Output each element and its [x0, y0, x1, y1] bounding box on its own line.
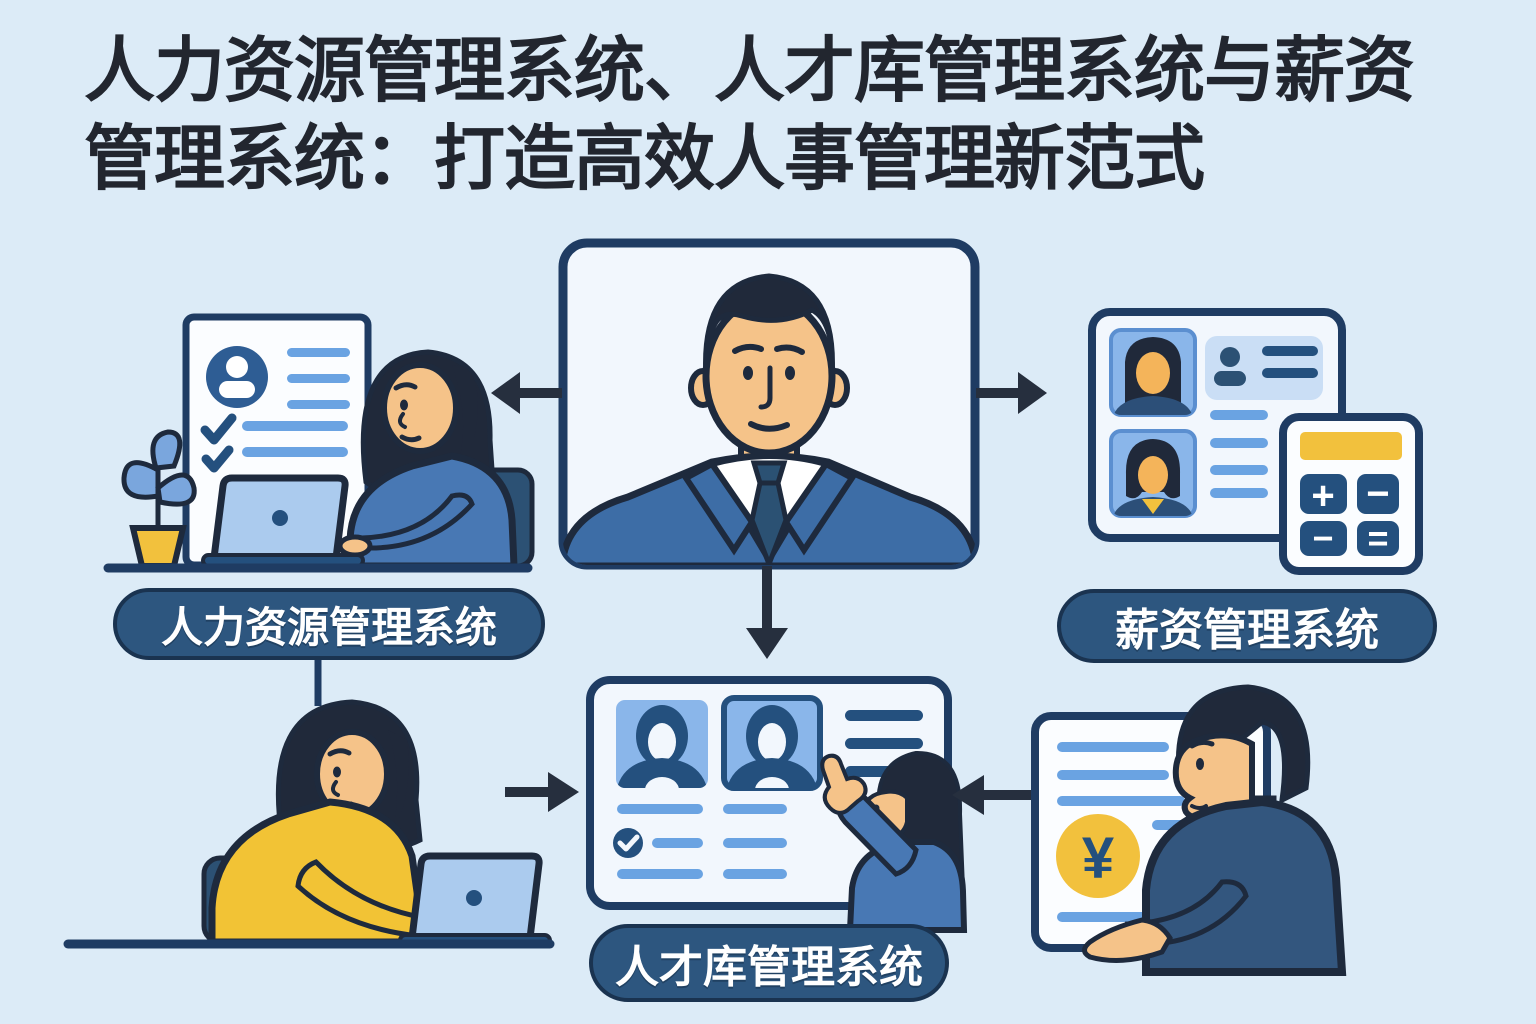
laptop-logo-dot — [272, 510, 288, 526]
hand — [1082, 917, 1173, 963]
calculator-button-plus: + — [1311, 474, 1334, 518]
person-avatar-icon — [206, 346, 268, 408]
manager-card — [558, 238, 980, 570]
check-icon — [200, 413, 237, 473]
calculator-button-minus-2: − — [1312, 518, 1333, 559]
person-icon — [1214, 347, 1246, 386]
employee-photo-2 — [1109, 429, 1197, 518]
page-title-line-2: 管理系统：打造高效人事管理新范式 — [84, 120, 1205, 199]
arrow-right-icon — [976, 372, 1047, 414]
person-silhouette-icon — [616, 705, 708, 788]
hair — [703, 273, 835, 379]
laptop — [201, 474, 365, 568]
person-silhouette-icon — [726, 705, 818, 788]
calculator-button-minus: − — [1366, 472, 1389, 516]
hr-system-label: 人力资源管理系统 — [113, 588, 545, 660]
tie — [749, 460, 789, 565]
currency-symbol: ¥ — [1082, 826, 1114, 891]
employee-man — [1082, 684, 1347, 976]
page-title: 人力资源管理系统、人才库管理系统与薪资 管理系统：打造高效人事管理新范式 — [84, 28, 1504, 204]
pointing-hand — [820, 753, 868, 815]
resume-text-lines — [242, 348, 350, 457]
salary-doc-scene: ¥ — [952, 684, 1347, 976]
employee-photo-1 — [1109, 328, 1197, 417]
arrow-right-icon — [505, 772, 579, 812]
hand — [337, 534, 373, 558]
pointing-woman — [820, 750, 968, 933]
page-title-line-1: 人力资源管理系统、人才库管理系统与薪资 — [84, 32, 1415, 111]
laptop — [398, 852, 552, 948]
candidate-tile-1 — [616, 700, 708, 788]
yen-coin-icon: ¥ — [1056, 814, 1140, 898]
talent-scene — [586, 676, 968, 933]
body — [846, 839, 968, 933]
arrow-left-icon — [491, 372, 562, 414]
calculator-icon: + − − = — [1279, 413, 1423, 575]
recruiter-scene — [63, 658, 579, 949]
calculator-button-equals: = — [1367, 518, 1388, 559]
panel-text-lines — [1210, 410, 1268, 498]
arrow-down-icon — [746, 566, 788, 659]
arrow-left-icon — [952, 775, 1036, 815]
payroll-scene: + − − = — [1088, 308, 1423, 575]
arm — [356, 492, 475, 551]
employee-chip — [1205, 336, 1323, 400]
candidate-tile-2 — [721, 695, 823, 791]
record-text-lines — [617, 804, 787, 879]
check-badge-icon — [613, 828, 643, 858]
hr-staff-woman — [337, 349, 518, 570]
talent-system-label: 人才库管理系统 — [589, 924, 949, 1002]
calculator-display — [1300, 432, 1402, 460]
payroll-system-label: 薪资管理系统 — [1057, 589, 1437, 663]
manager-portrait — [563, 273, 975, 565]
hr-scene — [103, 313, 535, 573]
laptop-logo-dot — [466, 890, 482, 906]
